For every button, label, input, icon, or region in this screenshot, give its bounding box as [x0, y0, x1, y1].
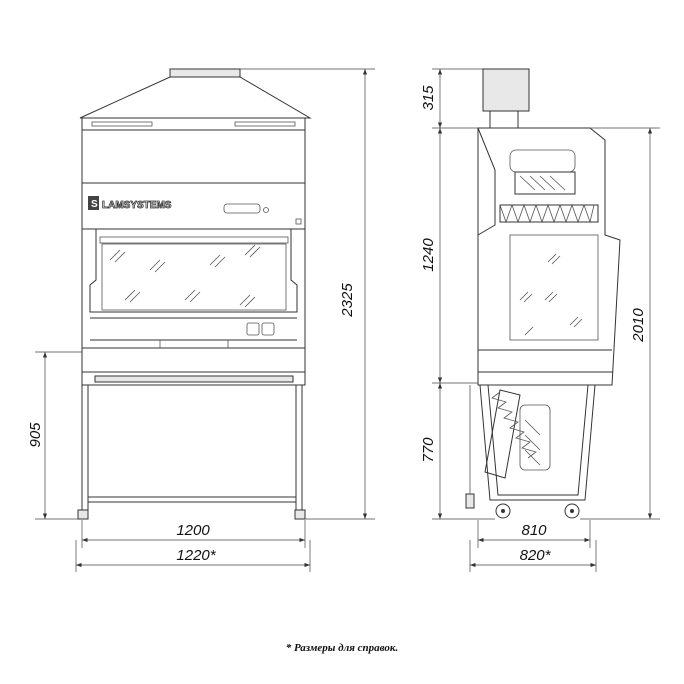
filter-unit-bottom — [484, 389, 551, 479]
dim-height: 2010 — [630, 308, 647, 343]
logo-text: LAMSYSTEMS — [102, 200, 172, 211]
dim-leg-height: 905 — [27, 422, 44, 448]
dim-width: 1200 — [176, 522, 210, 539]
footnote: * Размеры для справок. — [285, 642, 399, 654]
dim-stand: 770 — [420, 437, 437, 463]
dim-total-height: 2325 — [339, 283, 356, 318]
control-panel — [223, 203, 302, 225]
dim-top-unit: 315 — [420, 85, 437, 111]
front-view: S LAMSYSTEMS — [77, 68, 312, 520]
dim-depth: 810 — [521, 522, 547, 539]
dim-body: 1240 — [420, 238, 437, 272]
brand-logo: S LAMSYSTEMS — [88, 196, 172, 211]
front-dimensions: 2325 905 1200 1220* — [27, 68, 375, 572]
dim-overall-width: 1220* — [176, 547, 216, 564]
filter-unit-top — [499, 149, 599, 224]
dim-overall-depth: 820* — [520, 547, 552, 564]
side-view — [465, 68, 621, 519]
svg-text:S: S — [91, 199, 98, 210]
side-dimensions: 315 1240 770 2010 810 820* — [420, 68, 660, 572]
glass-reflections — [109, 244, 261, 308]
